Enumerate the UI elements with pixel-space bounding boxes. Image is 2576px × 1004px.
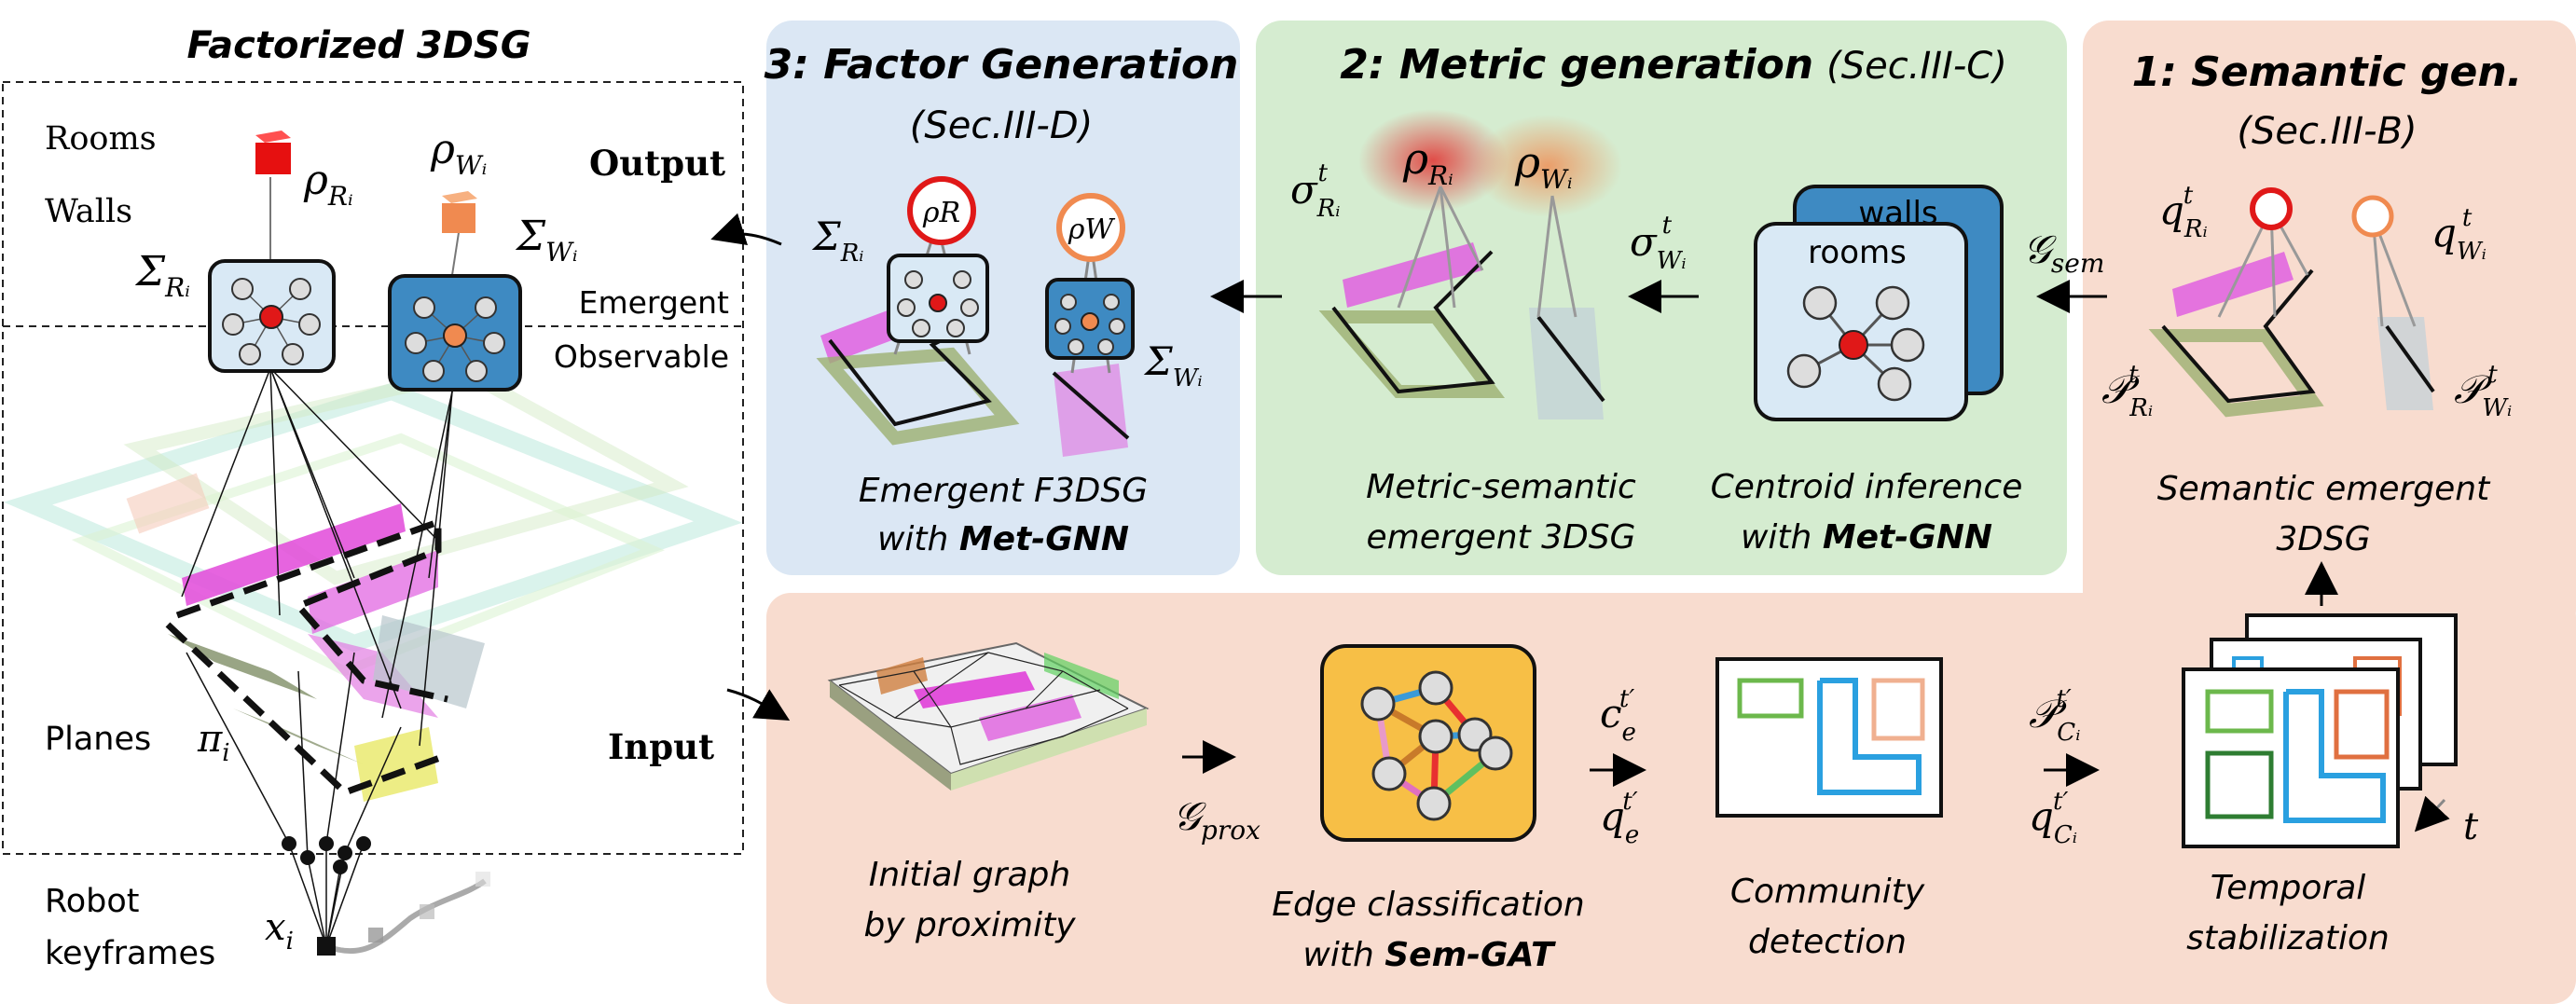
q-w-label: qWᵢt	[2431, 204, 2486, 266]
semantic-generation-subtitle: (Sec.III-B)	[2237, 110, 2417, 153]
input-label: Input	[608, 726, 714, 767]
room-factor-node	[887, 254, 989, 343]
robot-keyframes-label-2: keyframes	[45, 935, 215, 972]
semantic-caption-line2: 3DSG	[2276, 520, 2370, 558]
sigma-w-panel3-label: ΣWᵢ	[1143, 338, 1203, 392]
connection-lines	[181, 367, 453, 947]
pi-label: πi	[197, 718, 230, 767]
c-e-label: cet′	[1600, 685, 1636, 747]
sigma-w-label: ΣWᵢ	[515, 213, 578, 268]
bottom-pipeline: Initial graph by proximity 𝒢prox	[827, 613, 2479, 974]
semantic-caption-line1: Semantic emergent	[2157, 470, 2491, 508]
output-arrow	[710, 213, 782, 246]
plane-dots	[282, 836, 371, 874]
metric-caption-line2: emergent 3DSG	[1367, 518, 1636, 557]
initial-graph-caption-line2: by proximity	[863, 906, 1076, 944]
initial-graph-illustration	[827, 641, 1150, 791]
metric-generation-section: 2: Metric generation (Sec.III-C) ρRᵢ ρWᵢ…	[1290, 41, 2022, 557]
rho-w-label: ρWᵢ	[430, 126, 487, 181]
rho-r-circle-label: ρR	[922, 197, 960, 229]
f3dsg-caption-line1: Emergent F3DSG	[859, 472, 1148, 510]
edge-classification-caption-line1: Edge classification	[1272, 886, 1584, 924]
rho-w-factor-circle	[1056, 193, 1125, 262]
point-cloud	[3, 365, 743, 802]
q-c-label: qCᵢt′	[2029, 788, 2077, 849]
factorized-3dsg-title: Factorized 3DSG	[186, 24, 530, 67]
wall-factor-cube	[442, 191, 477, 233]
robot-keyframe	[317, 937, 336, 956]
wall-boundary-dashed	[165, 622, 449, 797]
salmon-panel-right	[2083, 21, 2576, 636]
temporal-caption-line1: Temporal	[2211, 869, 2366, 907]
input-arrow	[726, 688, 791, 722]
metric-caption-line1: Metric-semantic	[1366, 468, 1636, 506]
temporal-stack-illustration	[2182, 613, 2458, 848]
dashed-frame	[2, 81, 744, 855]
factor-generation-title: 3: Factor Generation	[765, 41, 1239, 89]
time-arrow	[2414, 795, 2450, 832]
wall-factor-node	[1045, 278, 1135, 360]
wall-node-box	[388, 274, 522, 392]
sigma-r-label: ΣRᵢ	[134, 248, 190, 303]
community-caption-line2: detection	[1748, 923, 1907, 961]
factorized-3dsg-section: Factorized 3DSG	[2, 24, 744, 972]
rho-r-label: ρRᵢ	[303, 157, 353, 212]
community-detection-illustration	[1715, 657, 1943, 818]
community-caption-line1: Community	[1730, 873, 1925, 911]
f3dsg-caption-line2: with Met-GNN	[877, 520, 1129, 558]
rooms-label: Rooms	[45, 120, 157, 158]
semantic-generation-title: 1: Semantic gen.	[2132, 48, 2523, 96]
q-r-label: qRᵢt	[2159, 182, 2208, 243]
rho-w-circle-label: ρW	[1068, 213, 1116, 246]
semantic-generation-section: 1: Semantic gen. (Sec.III-B) qRᵢt qWᵢt 𝒫…	[2101, 48, 2522, 558]
planes-label: Planes	[45, 721, 151, 758]
x-label: xi	[265, 906, 294, 956]
robot-trajectory	[324, 878, 487, 955]
robot-keyframes-label-1: Robot	[45, 883, 140, 920]
q-r-circle	[2250, 187, 2293, 230]
q-w-circle	[2351, 195, 2394, 238]
centroid-caption-line1: Centroid inference	[1711, 468, 2023, 506]
q-e-label: qet′	[1600, 788, 1639, 849]
t-label: t	[2463, 805, 2479, 848]
temporal-caption-line2: stabilization	[2186, 919, 2390, 957]
output-label: Output	[589, 143, 725, 184]
sigma-w-panel2-label: σWᵢt	[1630, 212, 1687, 275]
sigma-r-panel2-label: σRᵢt	[1290, 159, 1340, 223]
p-r-label: 𝒫Rᵢt	[2101, 361, 2153, 422]
rho-w-panel2-label: ρWᵢ	[1514, 137, 1572, 195]
room-node-box	[208, 259, 336, 373]
rho-r-factor-circle	[907, 176, 976, 245]
p-w-label: 𝒫Wᵢt	[2454, 361, 2512, 422]
rooms-card-label: rooms	[1808, 234, 1907, 271]
sem-gat-illustration	[1320, 644, 1536, 842]
met-gnn-cards: walls rooms	[1754, 185, 2004, 421]
edge-classification-caption-line2: with Sem-GAT	[1302, 936, 1556, 974]
salmon-panel-bottom	[766, 593, 2576, 1004]
metric-generation-title: 2: Metric generation (Sec.III-C)	[1340, 41, 2007, 89]
emergent-label: Emergent	[579, 284, 729, 321]
metric-3dsg-illustration	[1318, 186, 1605, 419]
centroid-caption-line2: with Met-GNN	[1741, 518, 1992, 557]
factor-generation-subtitle: (Sec.III-D)	[910, 104, 1094, 147]
room-factor-cube	[255, 131, 291, 174]
sigma-r-panel3-label: ΣRᵢ	[811, 213, 864, 268]
walls-label: Walls	[45, 193, 132, 230]
p-c-label: 𝒫Cᵢt′	[2029, 685, 2080, 747]
rho-r-panel2-label: ρRᵢ	[1402, 133, 1453, 191]
factor-generation-section: 3: Factor Generation (Sec.III-D) ρR ρW	[765, 41, 1239, 558]
room-boundary-dashed	[175, 517, 448, 703]
initial-graph-caption-line1: Initial graph	[869, 856, 1070, 894]
observable-label: Observable	[554, 338, 729, 375]
